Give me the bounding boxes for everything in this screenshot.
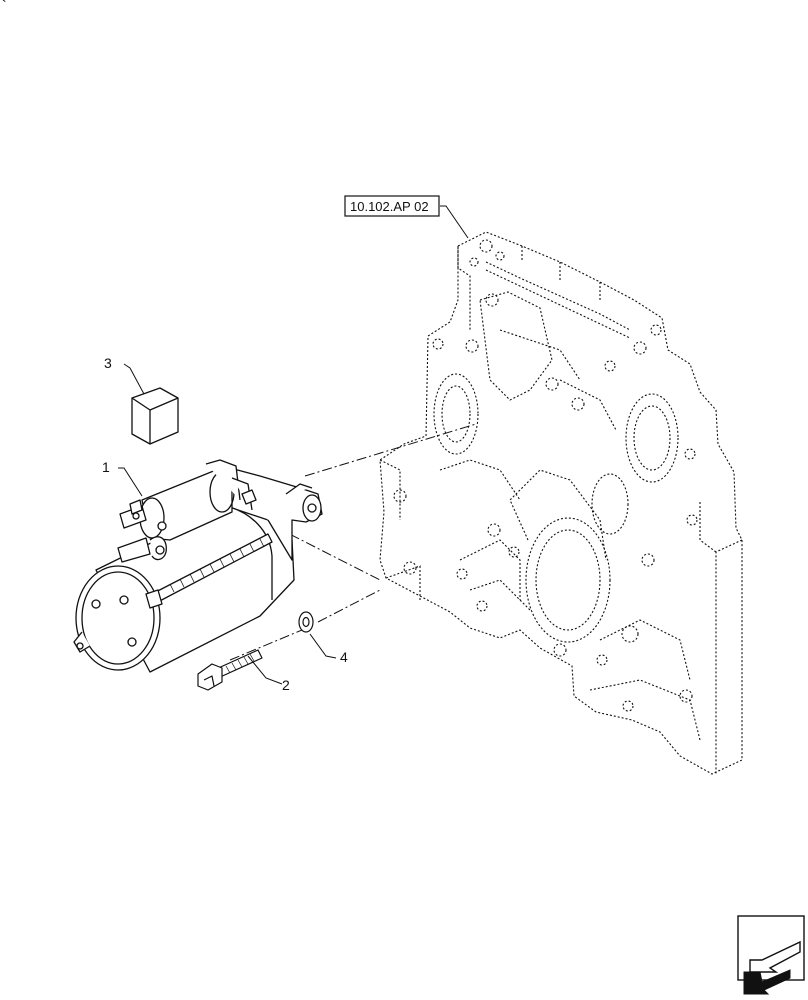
washer xyxy=(298,611,314,633)
engine-front-cover xyxy=(379,231,743,775)
terminal-cover xyxy=(131,387,179,445)
reference-label[interactable]: 10.102.AP 02 xyxy=(350,199,429,214)
callout-1: 1 xyxy=(102,459,110,475)
callout-3: 3 xyxy=(104,355,112,371)
leader-lines xyxy=(118,205,469,685)
starter-motor xyxy=(73,459,323,673)
corner-mark: ` xyxy=(2,0,7,13)
callout-4: 4 xyxy=(340,649,348,665)
callout-2: 2 xyxy=(282,677,290,693)
reference-link[interactable]: 10.102.AP 02 xyxy=(344,195,440,217)
bolt xyxy=(197,649,263,691)
next-page-arrow-icon[interactable] xyxy=(737,915,805,995)
